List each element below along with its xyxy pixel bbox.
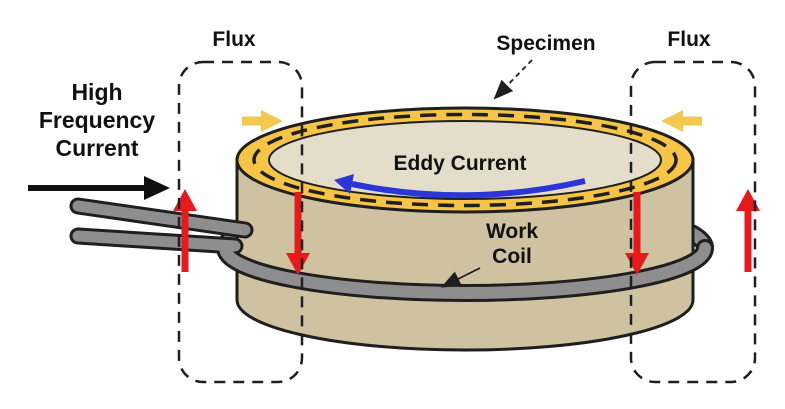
hf-current-arrow (28, 176, 170, 200)
eddy-current-path-dashed (252, 112, 678, 208)
label-hf-line2: Frequency (39, 107, 156, 133)
hf-current-arrow-head (144, 176, 170, 200)
work-coil-front-tube-group (72, 200, 711, 299)
lead-top-tube (72, 200, 251, 236)
work-coil-pointer-arrow (440, 267, 481, 288)
flux-region-left (177, 60, 304, 384)
label-work-coil-line1: Work (486, 220, 538, 243)
label-specimen: Specimen (496, 32, 595, 55)
flux-arrow-up-left-head (173, 189, 197, 211)
eddy-current-arrow (334, 174, 586, 199)
flux-arrow-down-left-head (286, 253, 310, 275)
specimen-body (235, 158, 695, 352)
flux-region-right (629, 60, 757, 384)
label-eddy-current: Eddy Current (393, 152, 526, 175)
work-coil-front-tube (219, 242, 711, 299)
eddy-current-arrow-shaft (351, 178, 586, 199)
label-flux-right: Flux (667, 28, 710, 51)
flux-arrow-up-right-head (736, 189, 760, 211)
eddy-current-arrow-head (334, 174, 354, 194)
yellow-arrow-right-head (661, 110, 683, 132)
yellow-arrow-left-head (261, 110, 283, 132)
label-flux-left: Flux (212, 28, 255, 51)
label-work-coil-line2: Coil (492, 245, 532, 268)
specimen-top-surface (268, 120, 662, 200)
label-hf-line3: Current (55, 135, 138, 161)
label-hf-line1: High (71, 79, 122, 105)
lead-bottom-tube (72, 230, 241, 252)
flux-arrows-yellow (242, 110, 702, 132)
specimen-pointer-arrow (493, 59, 533, 100)
